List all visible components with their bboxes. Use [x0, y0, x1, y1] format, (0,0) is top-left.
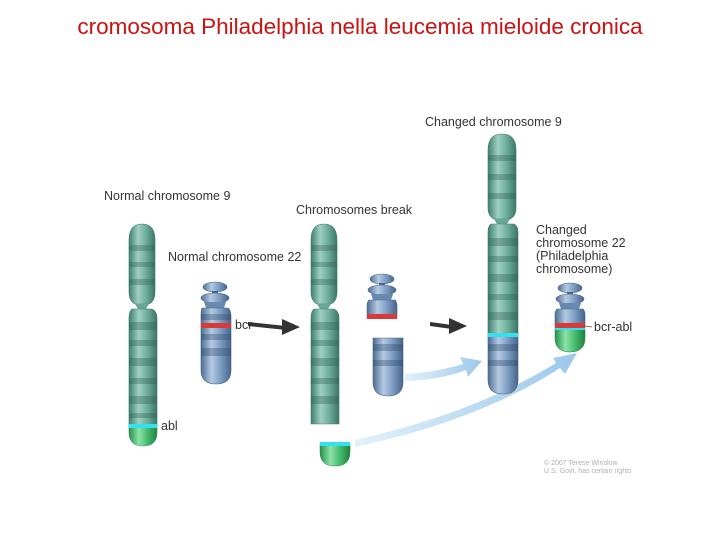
label-philadelphia-chromosome: (Philadelphia chromosome): [536, 249, 613, 276]
arrow-right-2: [430, 318, 467, 334]
chr9-abl-region: [129, 426, 157, 446]
chr9-centromere: [135, 304, 149, 309]
slide-title: cromosoma Philadelphia nella leucemia mi…: [77, 14, 643, 39]
credit-line-2: U.S. Govt. has certain rights: [544, 468, 632, 475]
label-changed-chromosome-9: Changed chromosome 9: [425, 115, 562, 129]
chr9-abl-band: [129, 424, 157, 428]
changed-chr9-junction-band: [488, 333, 518, 337]
philadelphia-chromosome: [554, 282, 593, 353]
label-normal-chromosome-9: Normal chromosome 9: [104, 189, 231, 203]
curved-arrow-upper: [405, 357, 482, 381]
abl-fragment: [319, 442, 351, 467]
changed-chromosome-9: [487, 133, 519, 395]
broken-chromosome-22-bottom: [372, 337, 404, 397]
label-bcr: bcr: [235, 318, 253, 332]
credit-line-1: © 2007 Terese Winslow: [544, 460, 618, 467]
broken-chromosome-22-top: [366, 273, 398, 319]
broken-chromosome-9: [310, 223, 340, 425]
chr22-bcr-band: [201, 323, 231, 328]
label-abl: abl: [161, 419, 178, 433]
label-chromosomes-break: Chromosomes break: [296, 203, 413, 217]
bcr-abl-band: [555, 323, 585, 328]
chr22-satellite: [202, 281, 228, 293]
copyright-credit: © 2007 Terese Winslow U.S. Govt. has cer…: [544, 460, 632, 476]
normal-chromosome-9: [128, 223, 158, 447]
chr9-q-arm: [128, 308, 158, 447]
curved-arrow-lower: [355, 353, 577, 447]
label-normal-chromosome-22: Normal chromosome 22: [168, 250, 302, 264]
chr9-p-arm: [128, 223, 156, 305]
normal-chromosome-22: [200, 281, 232, 385]
arrow-right-1: [248, 319, 300, 335]
label-changed-chromosome-22: Changed chromosome 22: [536, 223, 626, 250]
label-bcr-abl: bcr-abl: [594, 320, 633, 334]
